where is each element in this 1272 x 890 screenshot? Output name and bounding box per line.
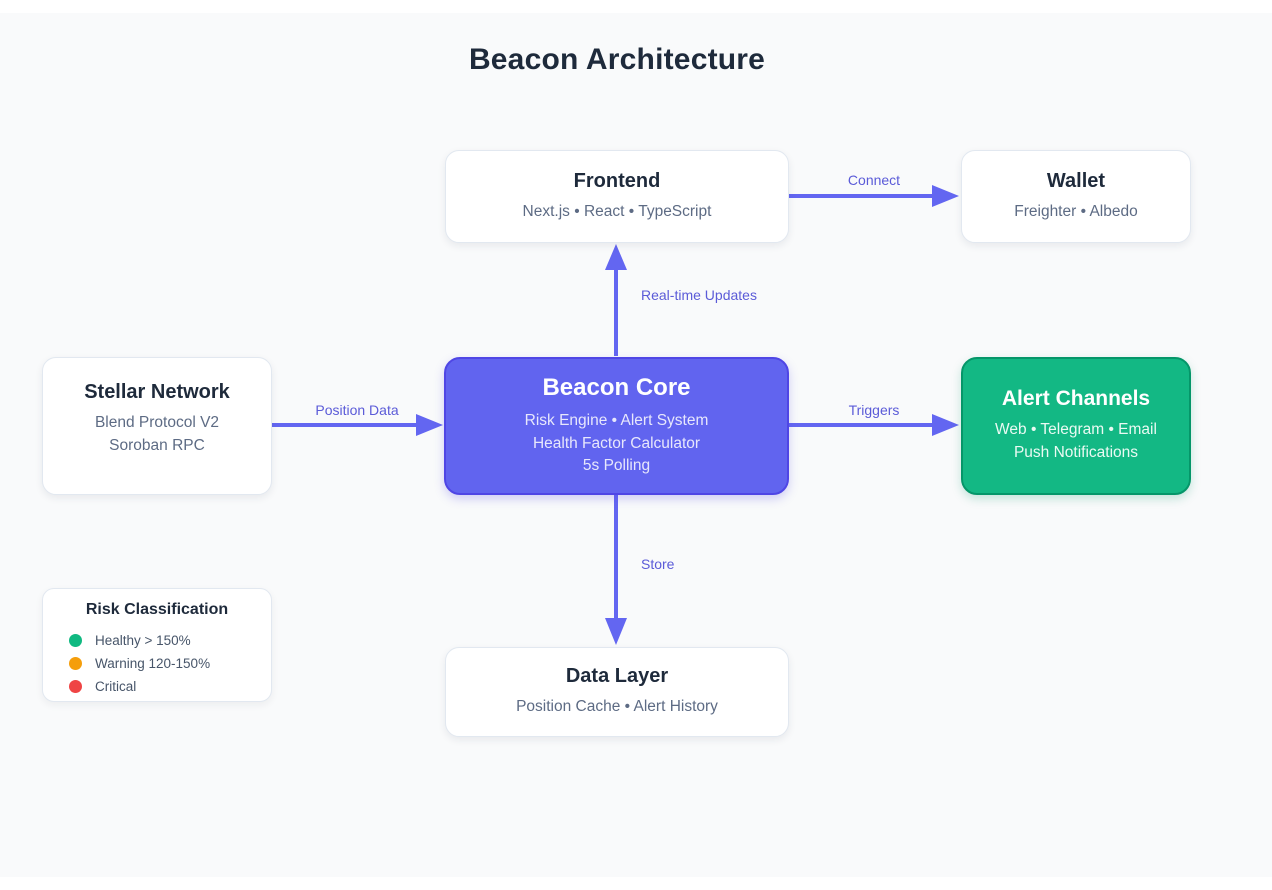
node-core-line-2: Health Factor Calculator — [532, 434, 701, 452]
node-stellar-line-1: Blend Protocol V2 — [94, 413, 220, 431]
node-wallet-subtitle: Freighter • Albedo — [1014, 202, 1138, 220]
node-beacon-core: Beacon Core Risk Engine • Alert System H… — [444, 357, 789, 495]
legend-item-critical: Critical — [43, 675, 271, 698]
node-wallet: Wallet Freighter • Albedo — [961, 150, 1191, 243]
healthy-dot-icon — [69, 634, 82, 647]
legend-item-warning-label: Warning 120-150% — [95, 656, 211, 671]
edge-label-triggers: Triggers — [848, 402, 900, 418]
node-frontend: Frontend Next.js • React • TypeScript — [445, 150, 789, 243]
node-core-title: Beacon Core — [542, 373, 691, 401]
node-alert-channels: Alert Channels Web • Telegram • Email Pu… — [961, 357, 1191, 495]
node-datalayer-subtitle: Position Cache • Alert History — [516, 698, 718, 716]
page-title: Beacon Architecture — [468, 43, 766, 76]
node-core-line-1: Risk Engine • Alert System — [524, 411, 709, 429]
edge-label-store: Store — [641, 556, 675, 572]
legend-item-healthy-label: Healthy > 150% — [95, 633, 191, 648]
edge-label-connect: Connect — [847, 172, 901, 188]
warning-dot-icon — [69, 657, 82, 670]
node-stellar-network: Stellar Network Blend Protocol V2 Soroba… — [42, 357, 272, 495]
node-stellar-line-2: Soroban RPC — [109, 436, 205, 454]
node-wallet-title: Wallet — [1046, 169, 1106, 192]
node-frontend-title: Frontend — [573, 169, 661, 192]
risk-classification-legend: Risk Classification Healthy > 150% Warni… — [42, 588, 272, 702]
node-alerts-line-2: Push Notifications — [1013, 444, 1139, 461]
node-stellar-title: Stellar Network — [84, 380, 230, 403]
node-data-layer: Data Layer Position Cache • Alert Histor… — [445, 647, 789, 737]
legend-item-healthy: Healthy > 150% — [43, 629, 271, 652]
legend-item-critical-label: Critical — [95, 679, 137, 694]
node-frontend-subtitle: Next.js • React • TypeScript — [522, 202, 712, 220]
node-datalayer-title: Data Layer — [565, 665, 669, 688]
node-alerts-line-1: Web • Telegram • Email — [995, 421, 1157, 439]
edge-label-realtime-updates: Real-time Updates — [641, 287, 757, 303]
node-core-line-3: 5s Polling — [582, 457, 651, 475]
legend-item-warning: Warning 120-150% — [43, 652, 271, 675]
node-alerts-title: Alert Channels — [1001, 387, 1151, 411]
legend-title: Risk Classification — [85, 601, 229, 618]
critical-dot-icon — [69, 680, 82, 693]
edge-label-position-data: Position Data — [315, 402, 399, 418]
